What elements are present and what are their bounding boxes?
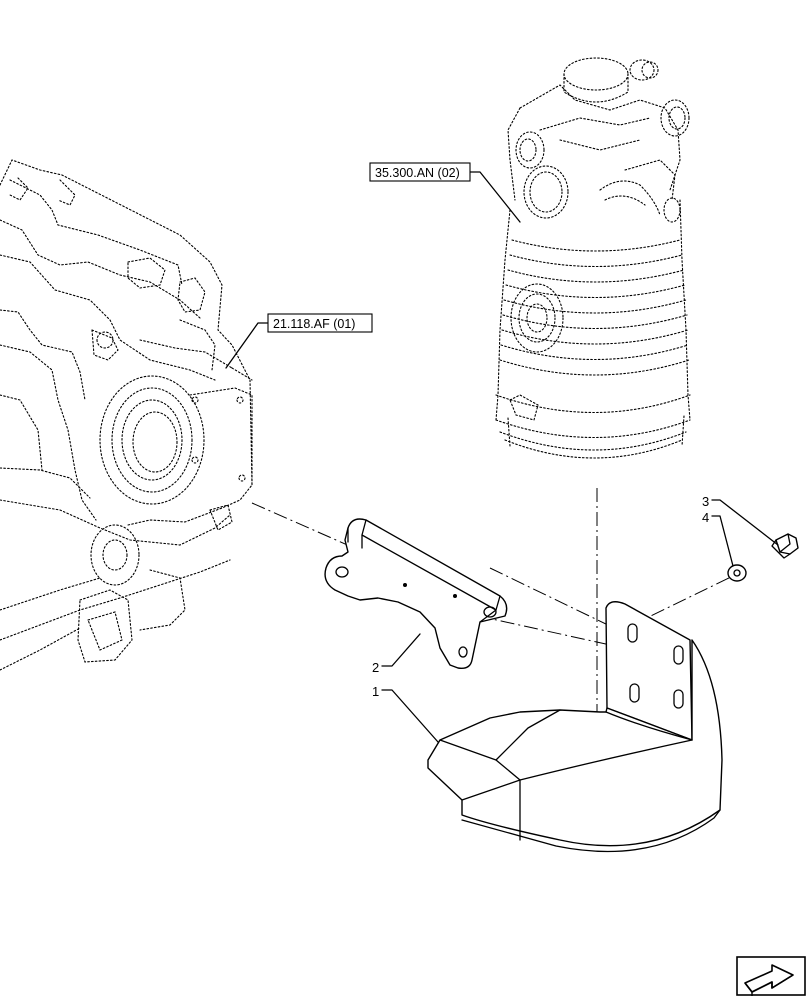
callout-item-1: 1 [372,684,379,699]
filter-pump-assembly [495,57,691,459]
transmission-housing [0,159,253,671]
callout-item-4: 4 [702,510,709,525]
reference-pump-label: 35.300.AN (02) [375,166,460,180]
next-page-arrow-icon[interactable] [736,956,806,996]
callout-item-2: 2 [372,660,379,675]
leader-lines [225,171,779,743]
bolt-part-3 [771,533,799,559]
reference-housing-label: 21.118.AF (01) [273,317,355,331]
reference-housing[interactable]: 21.118.AF (01) [267,313,373,333]
callout-item-3: 3 [702,494,709,509]
shield-part-1 [427,601,723,853]
washer-part-4 [727,564,747,582]
reference-pump[interactable]: 35.300.AN (02) [369,162,471,182]
bracket-part-2 [324,518,508,670]
